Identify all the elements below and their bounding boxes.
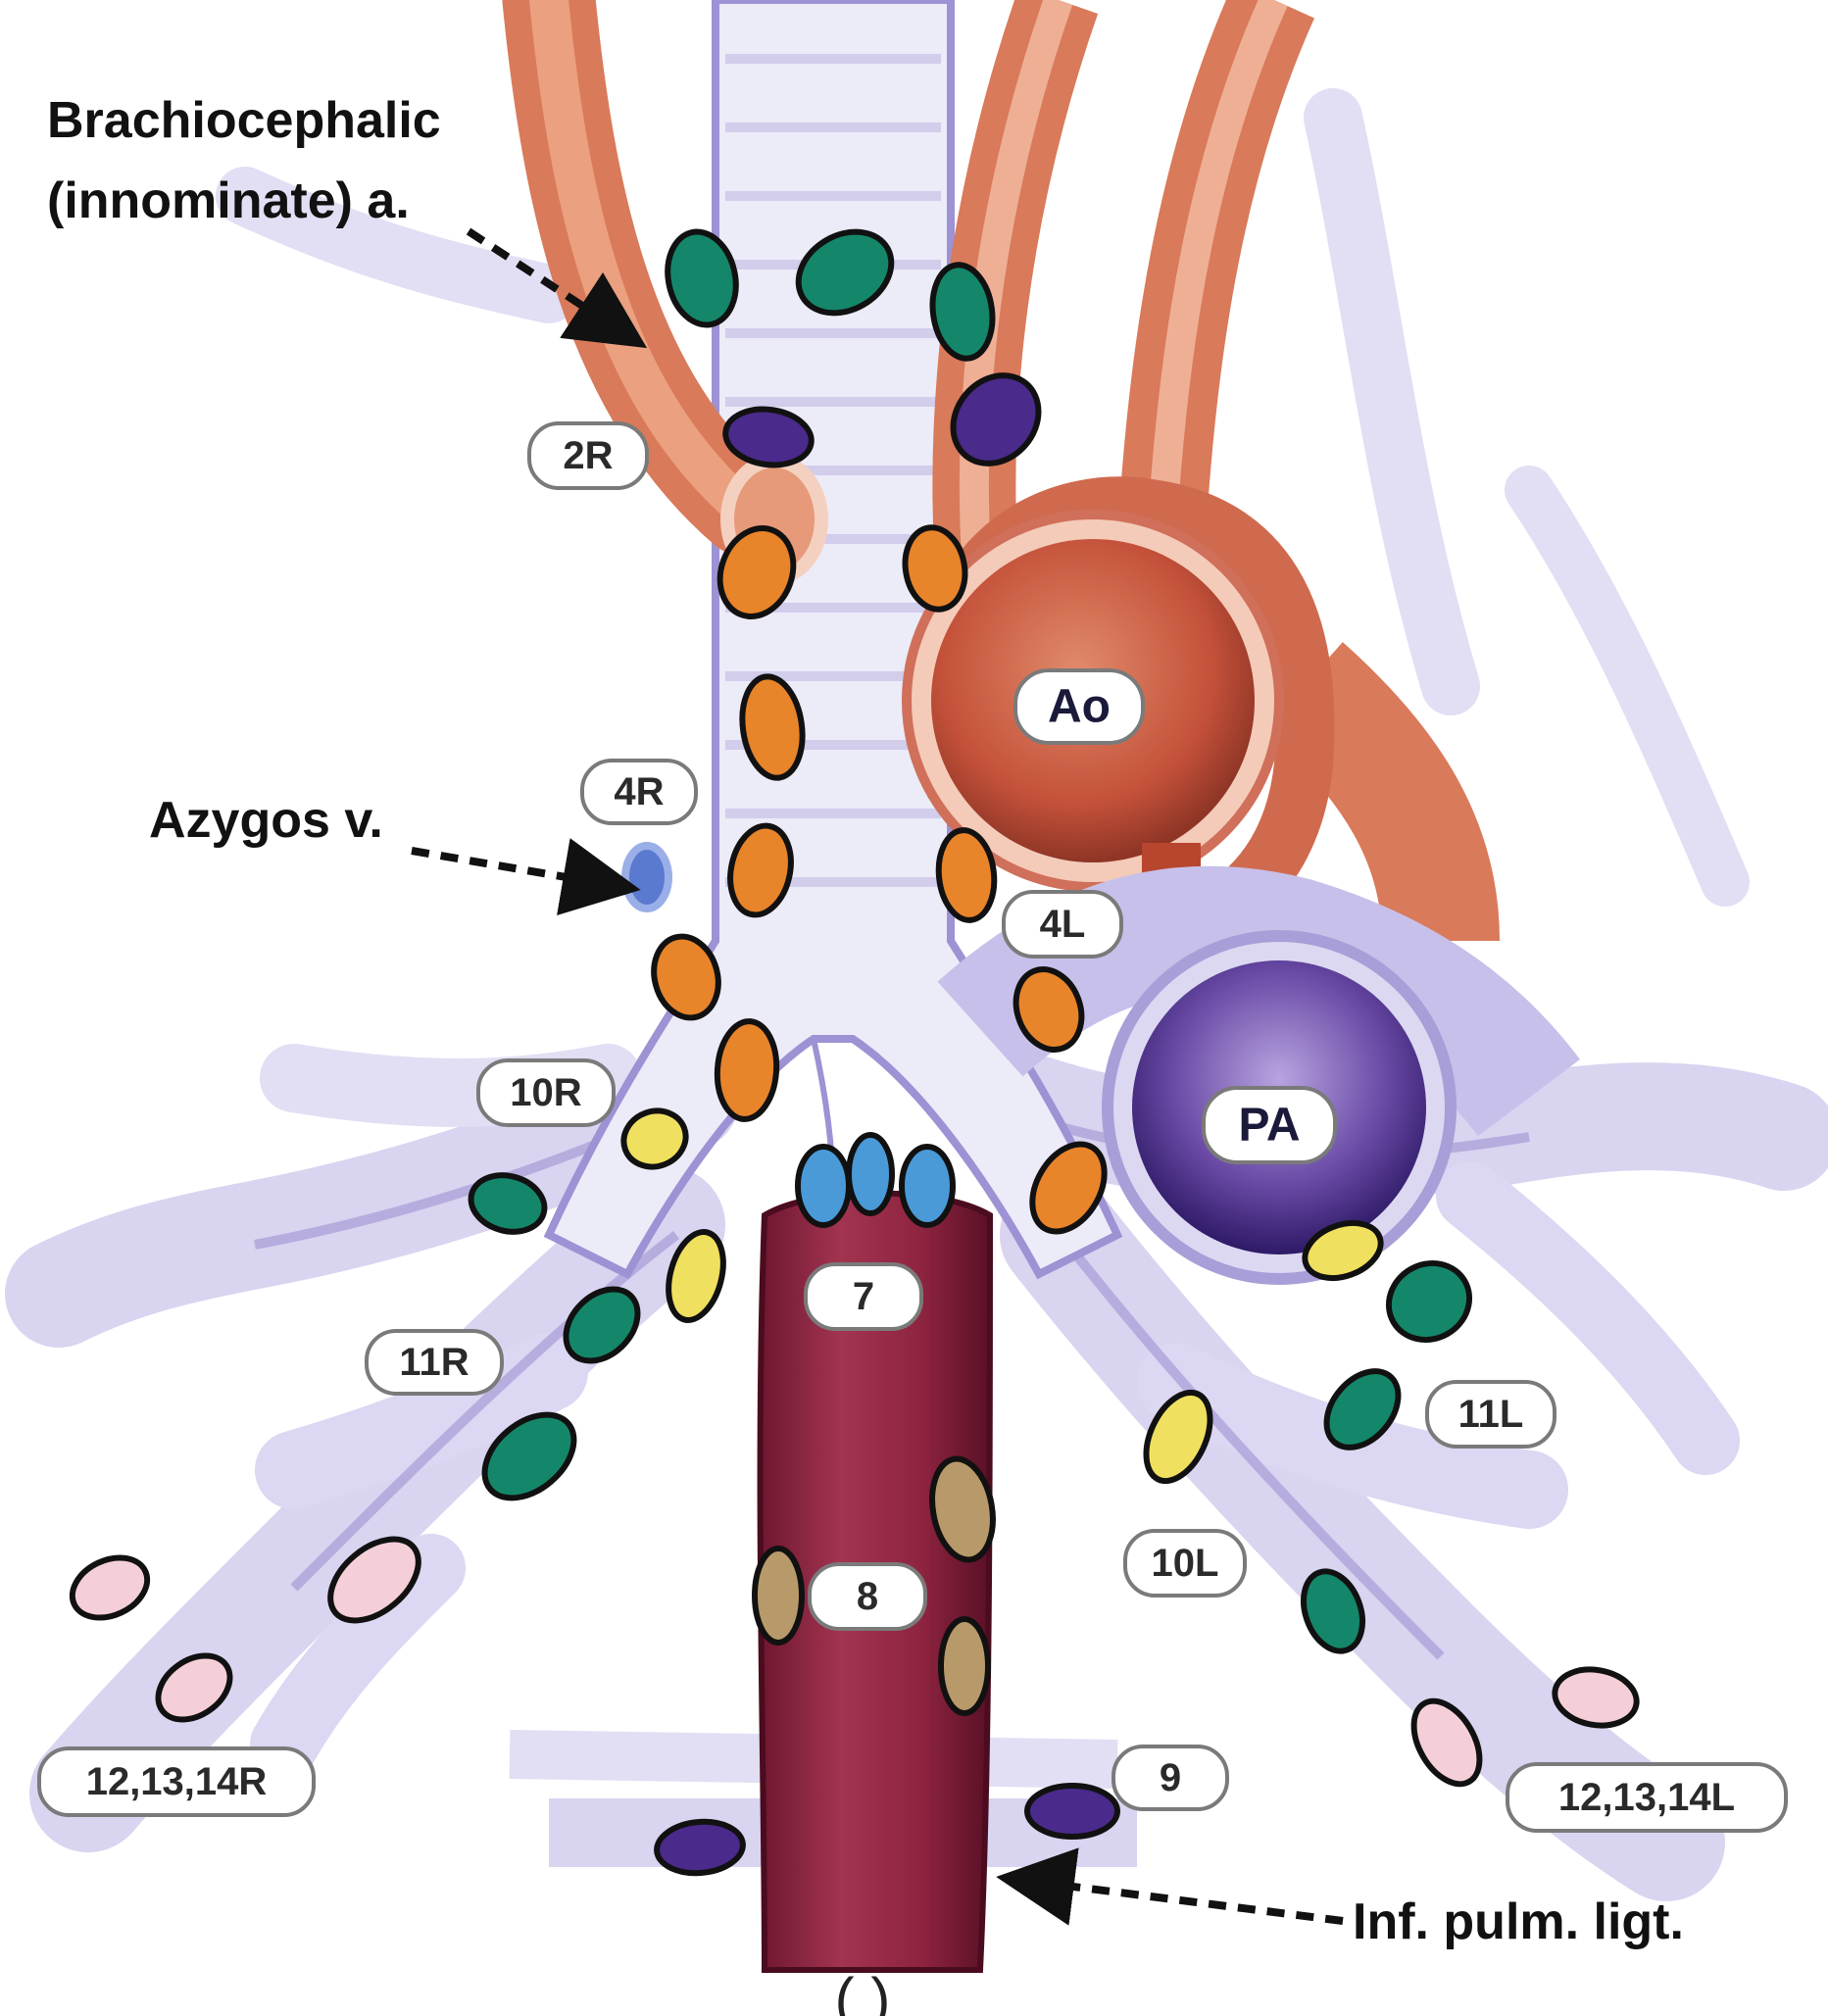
- svg-text:10L: 10L: [1152, 1542, 1219, 1585]
- label-aorta: Ao: [1015, 670, 1143, 743]
- svg-text:Brachiocephalic: Brachiocephalic: [47, 92, 441, 149]
- label-8: 8: [810, 1564, 925, 1629]
- label-4L: 4L: [1004, 892, 1121, 957]
- label-pulmonary-artery: PA: [1204, 1088, 1335, 1162]
- label-11R: 11R: [367, 1331, 502, 1394]
- svg-text:11L: 11L: [1458, 1393, 1524, 1436]
- svg-text:11R: 11R: [399, 1341, 469, 1384]
- svg-text:8: 8: [857, 1575, 878, 1618]
- node-7-2: [849, 1135, 892, 1213]
- svg-text:Ao: Ao: [1048, 681, 1111, 733]
- svg-text:10R: 10R: [510, 1071, 581, 1114]
- svg-text:12,13,14R: 12,13,14R: [86, 1760, 268, 1803]
- label-11L: 11L: [1427, 1382, 1555, 1447]
- callout-azygos: Azygos v.: [149, 792, 618, 886]
- svg-text:9: 9: [1160, 1756, 1181, 1799]
- label-10L: 10L: [1125, 1531, 1245, 1596]
- node-9L: [1027, 1786, 1117, 1837]
- label-7: 7: [806, 1264, 921, 1329]
- svg-text:4R: 4R: [614, 770, 664, 813]
- node-12R-1: [63, 1547, 157, 1630]
- svg-text:Azygos v.: Azygos v.: [149, 792, 383, 849]
- node-7-1: [798, 1147, 849, 1225]
- svg-text:2R: 2R: [563, 434, 613, 477]
- label-4R: 4R: [582, 761, 696, 823]
- label-12-13-14R: 12,13,14R: [39, 1748, 314, 1815]
- svg-text:12,13,14L: 12,13,14L: [1558, 1776, 1735, 1819]
- node-8-2: [755, 1549, 802, 1643]
- azygos-vein: [625, 846, 668, 909]
- node-8-3: [941, 1619, 988, 1713]
- label-2R: 2R: [529, 423, 647, 488]
- svg-text:Inf. pulm. ligt.: Inf. pulm. ligt.: [1353, 1893, 1684, 1950]
- svg-text:4L: 4L: [1040, 903, 1086, 946]
- label-9: 9: [1113, 1746, 1227, 1809]
- node-11L-1: [1375, 1249, 1484, 1354]
- svg-text:PA: PA: [1238, 1100, 1300, 1152]
- bottom-caption: ( ): [835, 1966, 891, 2016]
- node-7-3: [902, 1147, 953, 1225]
- callout-inf-pulm-ligt: Inf. pulm. ligt.: [1019, 1880, 1684, 1950]
- label-12-13-14L: 12,13,14L: [1507, 1764, 1786, 1831]
- svg-text:(innominate) a.: (innominate) a.: [47, 172, 410, 229]
- svg-text:7: 7: [853, 1275, 874, 1318]
- label-10R: 10R: [478, 1060, 614, 1125]
